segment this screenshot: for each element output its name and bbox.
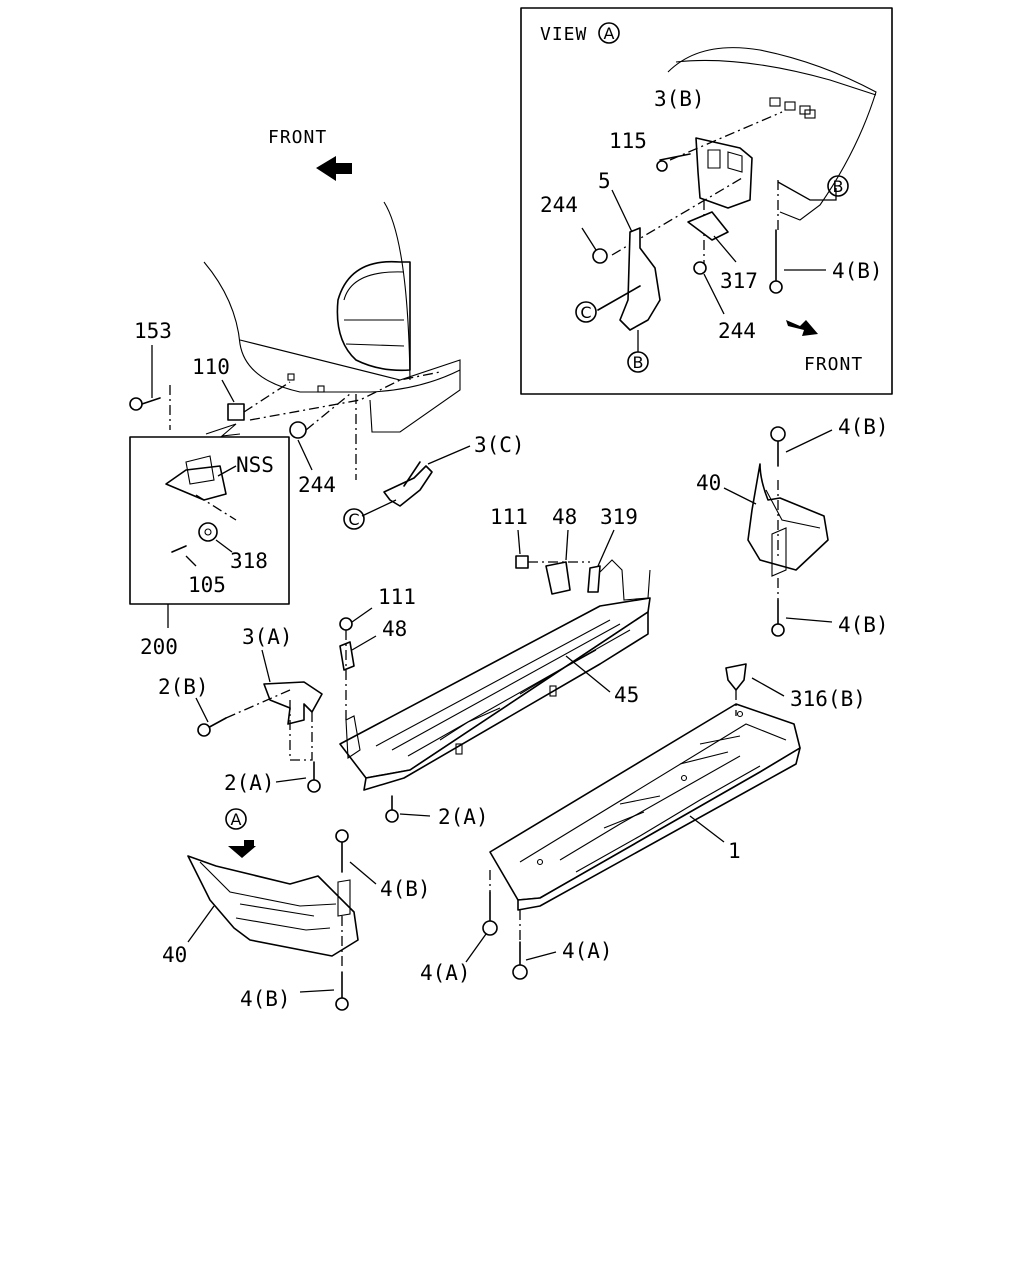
- callout-45: 45: [614, 683, 639, 707]
- callout-3a: 3(A): [242, 625, 293, 649]
- inset-studs: [769, 97, 816, 119]
- vehicle-body-fender: [203, 201, 461, 433]
- marker-c-main-circle: [343, 508, 365, 530]
- clip-group-top: [515, 529, 615, 595]
- tail-lamp: [336, 260, 411, 372]
- callout-2a-left: 2(A): [224, 771, 275, 795]
- callout-318: 318: [230, 549, 268, 573]
- inset-bracket-3b: [695, 137, 753, 209]
- callout-111-mid: 111: [378, 585, 416, 609]
- inset-view-a: VIEW A B: [520, 7, 893, 395]
- callout-3c: 3(C): [474, 433, 525, 457]
- view-a-arrow: [228, 840, 256, 858]
- callout-200: 200: [140, 635, 178, 659]
- callout-317: 317: [720, 269, 758, 293]
- callout-40-left: 40: [162, 943, 187, 967]
- callout-244-main: 244: [298, 473, 336, 497]
- callout-48-top: 48: [552, 505, 577, 529]
- inset-marker-c: C: [580, 303, 591, 322]
- callout-244-inset-bottom: 244: [718, 319, 756, 343]
- callout-4a-right: 4(A): [562, 939, 613, 963]
- callout-48-mid: 48: [382, 617, 407, 641]
- front-label: FRONT: [268, 127, 327, 148]
- inset-view-marker-circle: [598, 22, 620, 44]
- marker-a-main-circle: [225, 808, 247, 830]
- bracket-48-mid: [339, 641, 355, 671]
- bolt-105: [171, 545, 187, 553]
- nss-group: [129, 345, 351, 628]
- bracket-3a-group: [195, 649, 431, 823]
- inset-marker-b-right-circle: [827, 175, 849, 197]
- inset-marker-b-bottom: B: [633, 353, 644, 372]
- callout-5: 5: [598, 169, 611, 193]
- callout-4b-inset: 4(B): [832, 259, 883, 283]
- inset-nut-244-left: [592, 248, 608, 264]
- inset-plate-317: [687, 211, 729, 241]
- callout-319: 319: [600, 505, 638, 529]
- callout-115: 115: [609, 129, 647, 153]
- inset-view-title: VIEW: [540, 24, 587, 45]
- callout-2a-mid: 2(A): [438, 805, 489, 829]
- inset-nut-244-bottom: [693, 261, 707, 275]
- inset-front-label: FRONT: [804, 354, 863, 375]
- inset-body-edge: [675, 59, 877, 96]
- nut-244: [289, 421, 307, 439]
- pad-319: [587, 565, 601, 593]
- front-arrow: [316, 156, 352, 181]
- marker-c-main: C: [348, 510, 359, 529]
- step-frame-45: [339, 559, 651, 791]
- clip-111-mid: [339, 617, 353, 631]
- bracket-3c: [383, 465, 433, 507]
- inset-marker-c-circle: [575, 301, 597, 323]
- callout-1: 1: [728, 839, 741, 863]
- callout-4b-right-top: 4(B): [838, 415, 889, 439]
- callout-2b: 2(B): [158, 675, 209, 699]
- inset-bracket-5: [619, 227, 661, 331]
- callout-111-top: 111: [490, 505, 528, 529]
- callout-4b-left-bottom: 4(B): [240, 987, 291, 1011]
- callout-316b: 316(B): [790, 687, 866, 711]
- marker-a-main: A: [231, 810, 242, 829]
- callout-110: 110: [192, 355, 230, 379]
- inset-view-marker: A: [604, 24, 615, 43]
- callout-40-right: 40: [696, 471, 721, 495]
- clip-110: [227, 403, 245, 421]
- callout-4b-left-top: 4(B): [380, 877, 431, 901]
- bracket-48-top: [545, 561, 571, 595]
- inset-bolt-115: [659, 153, 691, 161]
- callout-153: 153: [134, 319, 172, 343]
- bracket-3a: [263, 681, 323, 725]
- inset-front-arrow: [786, 320, 818, 336]
- callout-3b: 3(B): [654, 87, 705, 111]
- inset-frame: [520, 7, 893, 395]
- callout-labels: 153 110 244 3(C) NSS 318 105 200 111 48 …: [134, 319, 889, 1011]
- inset-marker-b-right: B: [833, 177, 844, 196]
- clip-316b: [725, 663, 747, 691]
- callout-4a-left: 4(A): [420, 961, 471, 985]
- inset-marker-b-bottom-circle: [627, 351, 649, 373]
- washer-318: [198, 522, 218, 542]
- kit-box-200: [129, 436, 290, 605]
- clip-group-mid: [339, 607, 377, 720]
- inset-body-outline: [667, 47, 877, 221]
- callout-105: 105: [188, 573, 226, 597]
- end-cap-40-left: A: [187, 808, 377, 1011]
- callout-nss: NSS: [236, 453, 274, 477]
- callout-4b-right-bottom: 4(B): [838, 613, 889, 637]
- running-board-1: [465, 663, 801, 980]
- bracket-3c-group: C: [343, 394, 471, 530]
- end-cap-40-right: [723, 426, 833, 637]
- clip-111-top: [515, 555, 529, 569]
- callout-244-inset-left: 244: [540, 193, 578, 217]
